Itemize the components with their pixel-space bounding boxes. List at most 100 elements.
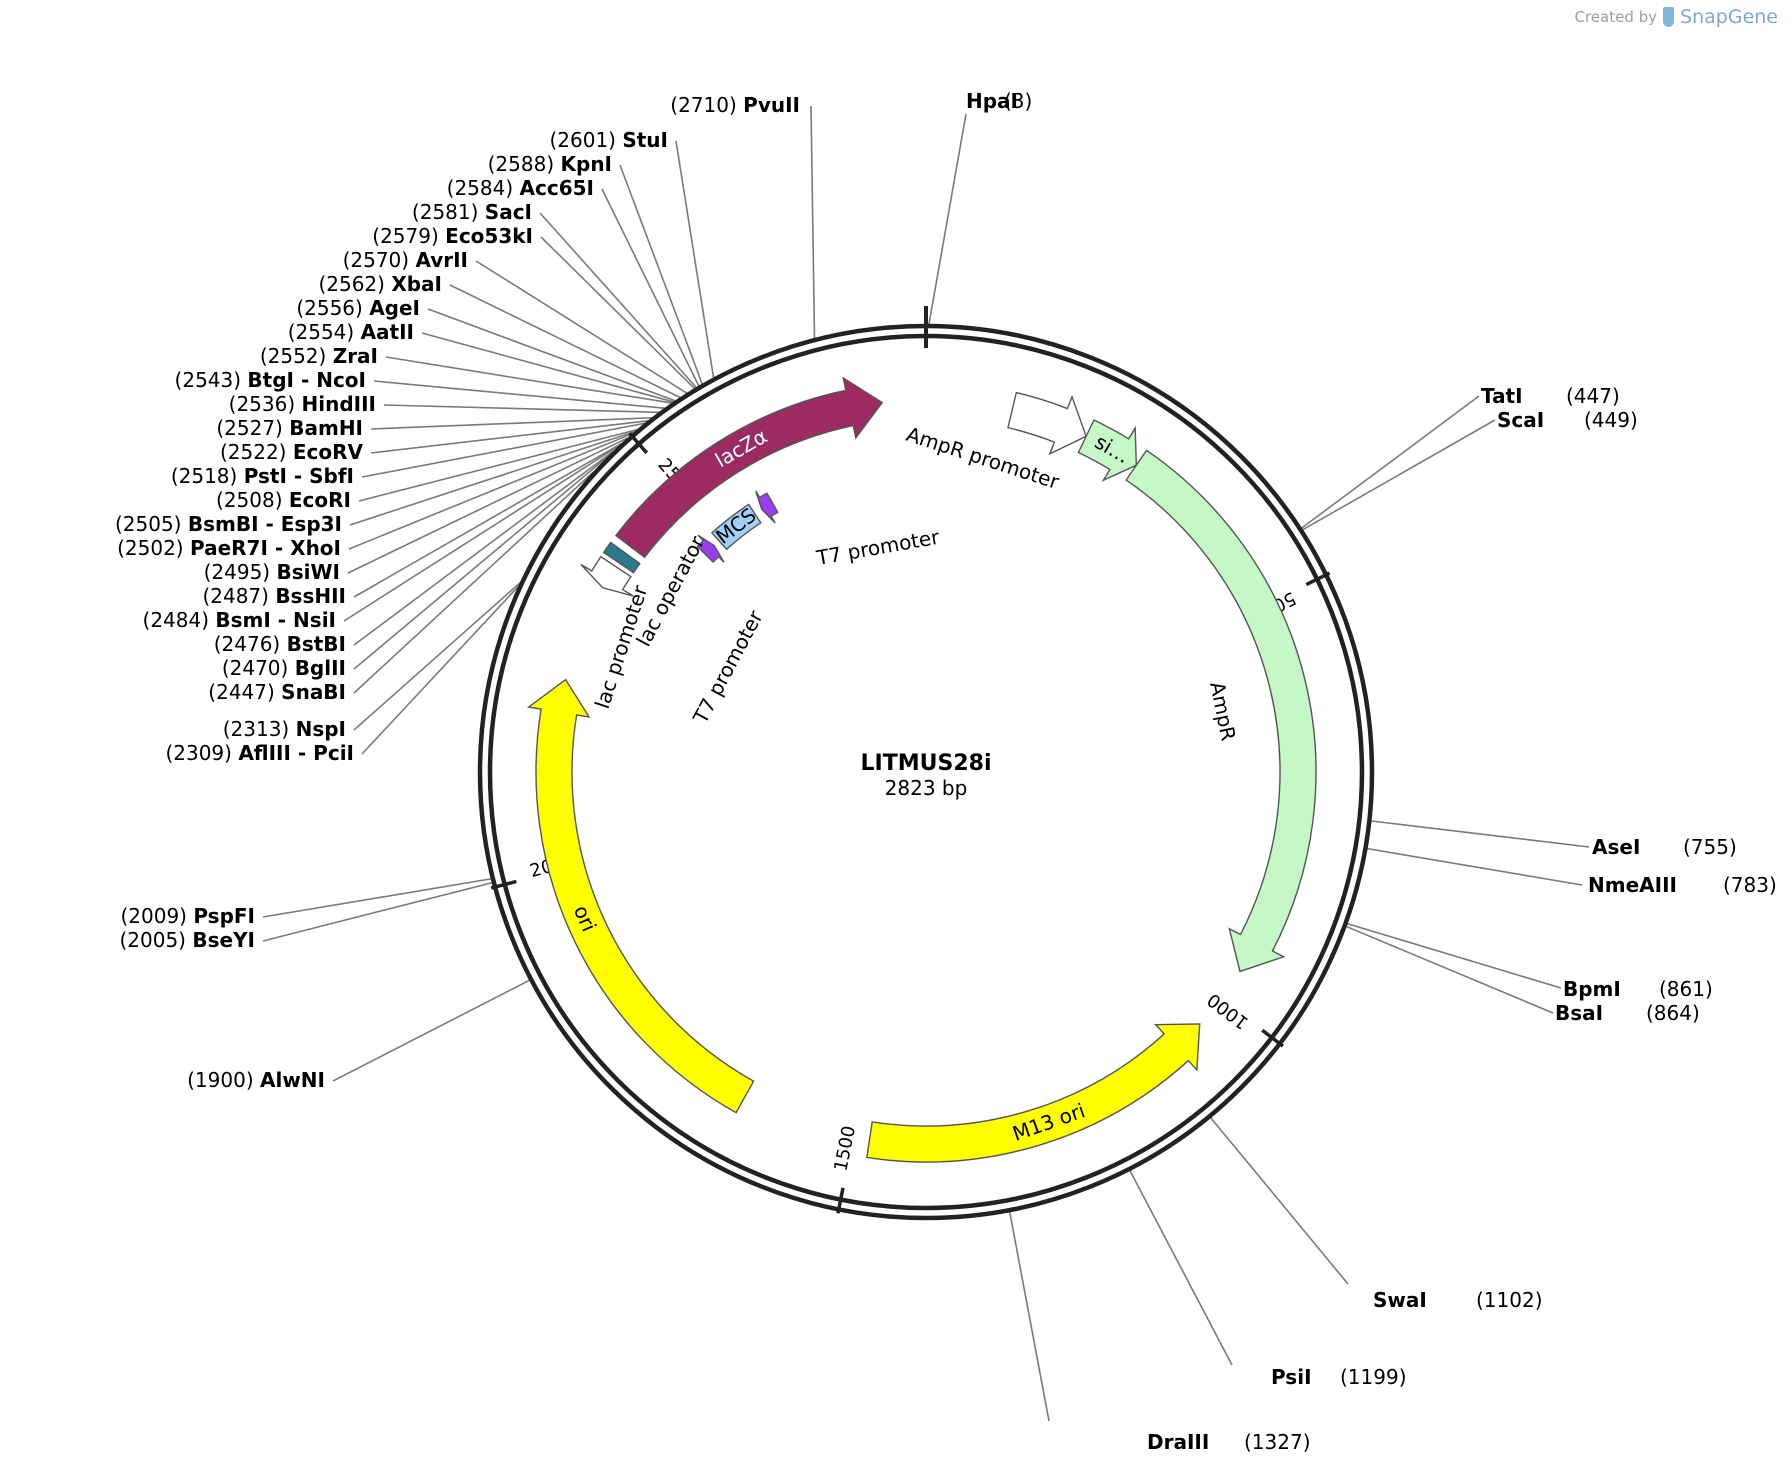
feature-m13-ori[interactable]: M13 ori xyxy=(865,1023,1201,1163)
restriction-site[interactable]: HpaI(3) xyxy=(966,89,1032,113)
site-label: (2556) AgeI xyxy=(296,296,420,320)
feature-shape xyxy=(526,678,755,1114)
feature-ori[interactable]: ori xyxy=(526,678,755,1114)
site-name: PspFI xyxy=(193,904,255,928)
restriction-site[interactable]: (2505) BsmBI - Esp3I xyxy=(115,512,342,536)
restriction-site-labels: (2710) PvuII(2601) StuI(2588) KpnI(2584)… xyxy=(115,89,1777,1454)
restriction-site[interactable]: (2536) HindIII xyxy=(229,392,376,416)
restriction-site[interactable]: (2005) BseYI xyxy=(119,928,255,952)
site-position: (2476) xyxy=(214,632,287,656)
site-leader xyxy=(353,450,614,646)
site-name: ZraI xyxy=(333,344,378,368)
plasmid-size: 2823 bp xyxy=(885,776,968,800)
restriction-site[interactable]: (2470) BglII xyxy=(222,656,346,680)
restriction-site[interactable]: (2562) XbaI xyxy=(318,272,442,296)
restriction-site[interactable]: (2581) SacI xyxy=(412,200,532,224)
site-name: HindIII xyxy=(302,392,376,416)
restriction-site[interactable]: (2579) Eco53kI xyxy=(372,224,533,248)
restriction-site[interactable]: (2588) KpnI xyxy=(488,152,612,176)
site-position: (2005) xyxy=(119,928,192,952)
restriction-site[interactable]: BsaI (864) xyxy=(1555,1001,1700,1025)
feature-t7-promoter[interactable] xyxy=(755,490,779,524)
restriction-site[interactable]: (1900) AlwNI xyxy=(187,1068,325,1092)
restriction-site[interactable]: (2009) PspFI xyxy=(120,904,255,928)
restriction-site[interactable]: SwaI(1102) xyxy=(1373,1288,1543,1312)
site-name: BsaI xyxy=(1555,1001,1603,1025)
tick-label: 1000 xyxy=(1204,989,1253,1034)
site-position: (864) xyxy=(1646,1001,1700,1025)
restriction-site[interactable]: (2508) EcoRI xyxy=(216,488,351,512)
restriction-site[interactable]: (2584) Acc65I xyxy=(447,176,594,200)
feature-shape xyxy=(1125,449,1317,973)
feature-si-[interactable]: si… xyxy=(1077,419,1138,482)
restriction-site[interactable]: AseI(755) xyxy=(1592,835,1737,859)
restriction-site[interactable]: BpmI(861) xyxy=(1563,977,1713,1001)
site-leader xyxy=(361,422,645,478)
site-leader xyxy=(347,437,628,574)
site-label: (2476) BstBI xyxy=(214,632,346,656)
site-position: (2584) xyxy=(447,176,520,200)
restriction-site[interactable]: (2502) PaeR7I - XhoI xyxy=(117,536,341,560)
restriction-site[interactable]: (2309) AflIII - PciI xyxy=(165,741,354,765)
site-label: (2522) EcoRV xyxy=(220,440,364,464)
feature-label: T7 promoter xyxy=(814,525,942,570)
restriction-site[interactable]: (2487) BssHII xyxy=(202,584,346,608)
restriction-site[interactable]: TatI(447) xyxy=(1481,384,1620,408)
site-position: (2554) xyxy=(288,320,361,344)
site-position: (2601) xyxy=(549,128,622,152)
tick-mark xyxy=(628,432,649,455)
feature-lac-promoter[interactable] xyxy=(580,555,634,597)
credit-prefix: Created by xyxy=(1574,8,1658,26)
site-position: (2552) xyxy=(260,344,333,368)
site-leader xyxy=(1367,847,1583,886)
feature-lac-operator[interactable] xyxy=(602,541,641,574)
restriction-site[interactable]: (2556) AgeI xyxy=(296,296,420,320)
site-leader xyxy=(353,454,610,670)
restriction-site[interactable]: (2543) BtgI - NcoI xyxy=(175,368,366,392)
site-leader xyxy=(1302,419,1496,531)
restriction-site[interactable]: DraIII(1327) xyxy=(1147,1430,1311,1454)
site-label: (2536) HindIII xyxy=(229,392,376,416)
site-name-2: - SbfI xyxy=(287,464,354,488)
site-name: BsiWI xyxy=(276,560,340,584)
site-name: AlwNI xyxy=(260,1068,325,1092)
feature-t7-promoter[interactable] xyxy=(696,534,725,564)
site-leader xyxy=(619,164,703,385)
site-name: Acc65I xyxy=(520,176,594,200)
site-name: BpmI xyxy=(1563,977,1621,1001)
feature-shape xyxy=(755,490,779,524)
restriction-site[interactable]: (2554) AatII xyxy=(288,320,414,344)
site-name: DraIII xyxy=(1147,1430,1209,1454)
site-label: (2005) BseYI xyxy=(119,928,255,952)
site-name: SacI xyxy=(485,200,532,224)
site-label: (2552) ZraI xyxy=(260,344,378,368)
feature-ampr-promoter[interactable] xyxy=(1007,391,1088,456)
restriction-site[interactable]: (2484) BsmI - NsiI xyxy=(143,608,336,632)
site-name: PaeR7I xyxy=(190,536,268,560)
site-label: (2484) BsmI - NsiI xyxy=(143,608,336,632)
restriction-site[interactable]: PsiI(1199) xyxy=(1271,1365,1407,1389)
restriction-site[interactable]: (2710) PvuII xyxy=(670,93,800,117)
site-leader xyxy=(928,113,967,325)
feature-mcs[interactable]: MCS xyxy=(710,503,762,551)
restriction-site[interactable]: (2313) NspI xyxy=(223,717,346,741)
restriction-site[interactable]: (2522) EcoRV xyxy=(220,440,364,464)
restriction-site[interactable]: (2601) StuI xyxy=(549,128,668,152)
restriction-site[interactable]: (2495) BsiWI xyxy=(204,560,340,584)
site-name: EcoRI xyxy=(289,488,351,512)
restriction-site[interactable]: (2518) PstI - SbfI xyxy=(171,464,354,488)
restriction-site[interactable]: ScaI(449) xyxy=(1497,408,1638,432)
restriction-site[interactable]: (2447) SnaBI xyxy=(208,680,346,704)
restriction-site[interactable]: (2527) BamHI xyxy=(216,416,363,440)
feature-label: T7 promoter xyxy=(688,606,768,728)
restriction-site[interactable]: (2570) AvrII xyxy=(343,248,468,272)
site-name: BseYI xyxy=(192,928,255,952)
restriction-site[interactable]: NmeAIII(783) xyxy=(1588,873,1777,897)
site-name: ScaI xyxy=(1497,408,1544,432)
restriction-site[interactable]: (2476) BstBI xyxy=(214,632,346,656)
restriction-site[interactable]: (2552) ZraI xyxy=(260,344,378,368)
site-label: (2309) AflIII - PciI xyxy=(165,741,354,765)
site-position: (2543) xyxy=(175,368,248,392)
site-name: AvrII xyxy=(415,248,468,272)
